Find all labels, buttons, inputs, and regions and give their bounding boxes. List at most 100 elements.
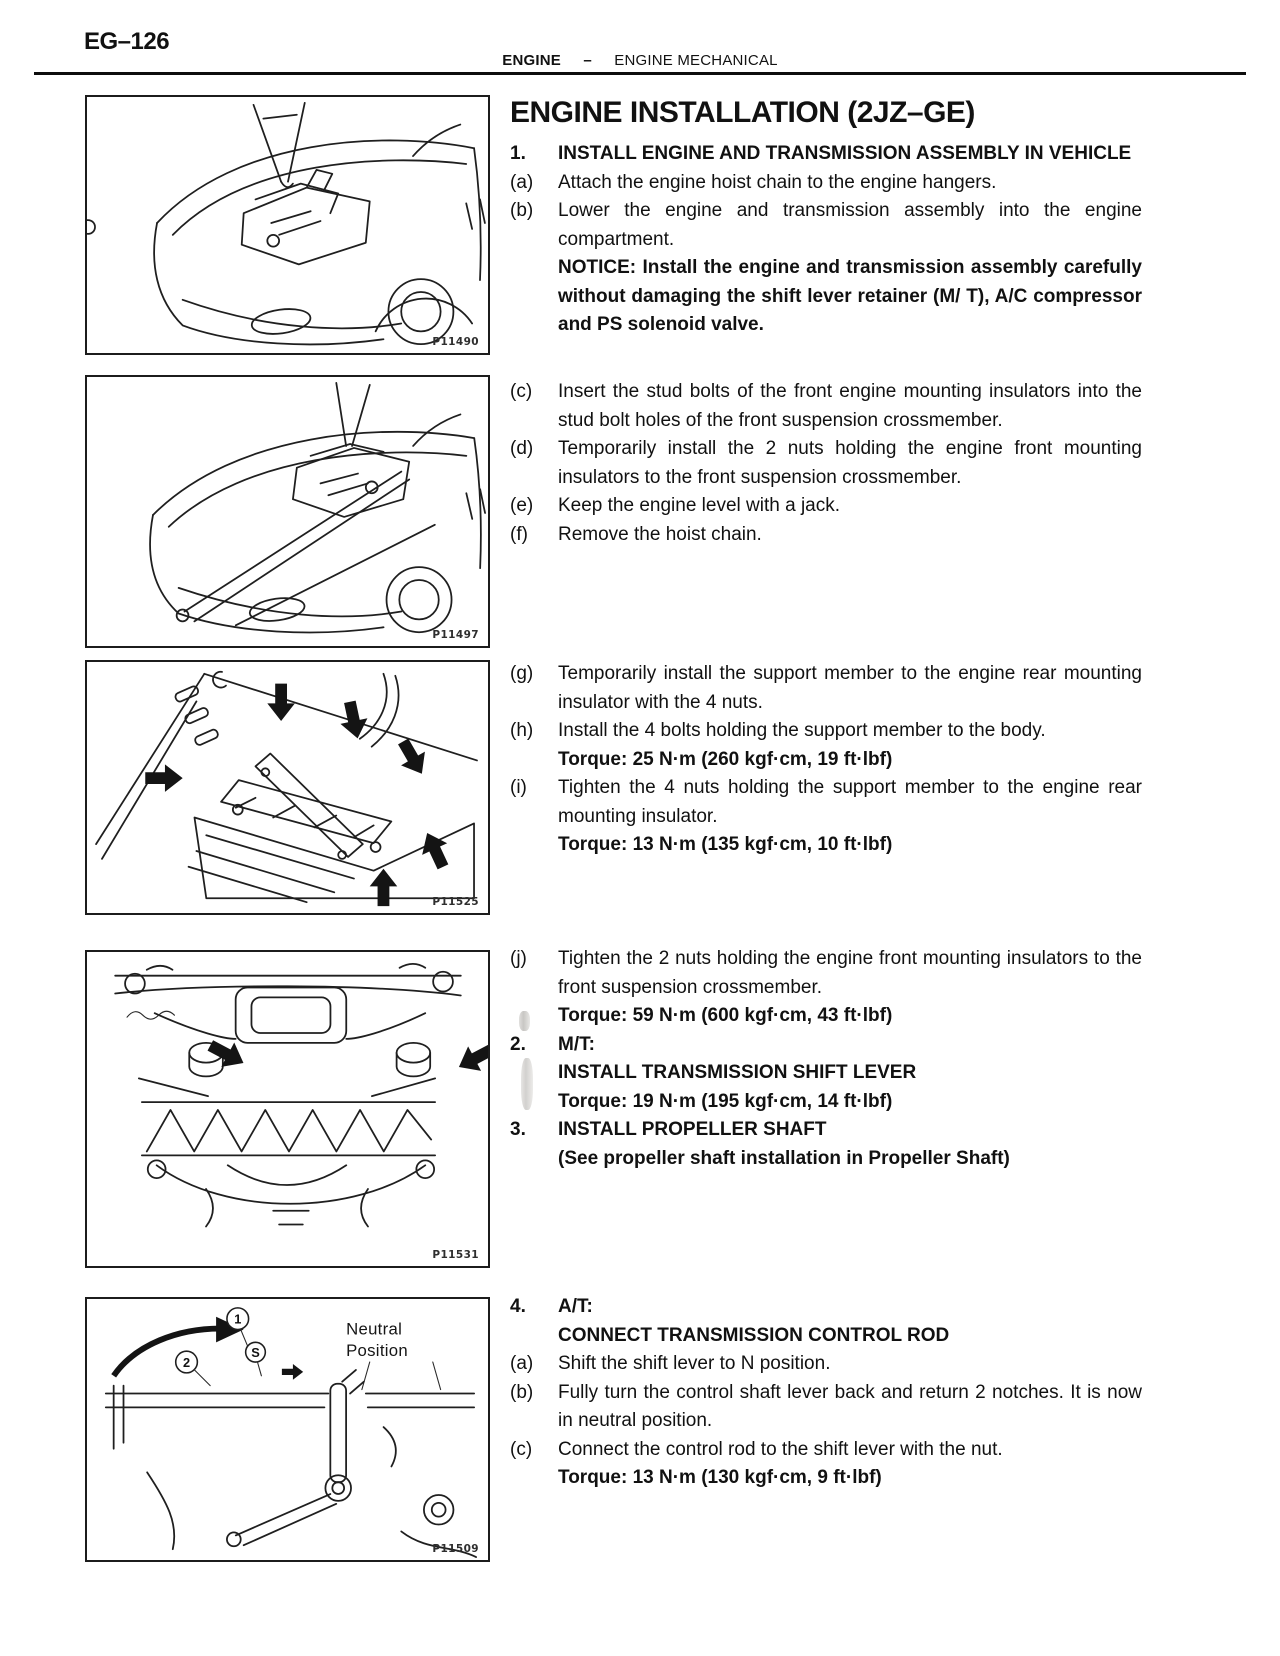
procedure-step: (See propeller shaft installation in Pro… <box>510 1145 1142 1174</box>
step-marker <box>510 1464 558 1493</box>
svg-text:Position: Position <box>346 1341 408 1360</box>
procedure-step: Torque: 59 N·m (600 kgf·cm, 43 ft·lbf) <box>510 1002 1142 1031</box>
mounting-nut-arrows <box>207 1040 488 1071</box>
procedure-step: 2. M/T: <box>510 1031 1142 1060</box>
step-marker: (c) <box>510 381 533 402</box>
callout-1: 1 <box>226 1307 252 1354</box>
procedure-step: (g) Temporarily install the support memb… <box>510 660 1142 717</box>
step-marker <box>510 1059 558 1088</box>
page-number: EG–126 <box>84 28 170 55</box>
step-text: Temporarily install the 2 nuts holding t… <box>558 438 1142 488</box>
rotate-direction-arrow <box>111 1316 244 1378</box>
procedure-section-3: (g) Temporarily install the support memb… <box>510 660 1142 860</box>
step-text: Keep the engine level with a jack. <box>558 495 841 516</box>
step-text: Torque: 19 N·m (195 kgf·cm, 14 ft·lbf) <box>558 1090 893 1112</box>
step-marker <box>510 1322 558 1351</box>
procedure-step: (b) Fully turn the control shaft lever b… <box>510 1379 1142 1436</box>
procedure-step: CONNECT TRANSMISSION CONTROL ROD <box>510 1322 1142 1351</box>
step-marker: (a) <box>510 171 534 193</box>
figure-engine-hoist: P11490 <box>85 95 490 355</box>
step-marker <box>510 254 558 340</box>
step-text: Torque: 59 N·m (600 kgf·cm, 43 ft·lbf) <box>558 1005 893 1026</box>
figure-1-illustration <box>87 102 486 346</box>
step-text: Torque: 13 N·m (135 kgf·cm, 10 ft·lbf) <box>558 834 893 855</box>
step-text: INSTALL TRANSMISSION SHIFT LEVER <box>558 1062 917 1083</box>
callout-s: S <box>244 1341 267 1377</box>
figure-control-rod: 1 2 S Neutral Position <box>85 1297 490 1562</box>
step-text: Fully turn the control shaft lever back … <box>558 1381 1142 1432</box>
callout-2: 2 <box>174 1350 211 1387</box>
running-header-separator: – <box>583 52 592 69</box>
scan-artifact <box>521 1058 533 1110</box>
step-marker: 2. <box>510 1033 526 1055</box>
neutral-position-annotation: Neutral Position <box>346 1319 442 1391</box>
step-marker: 3. <box>510 1119 526 1140</box>
step-text: NOTICE: Install the engine and transmiss… <box>558 257 1142 335</box>
step-marker <box>510 831 558 860</box>
step-text: A/T: <box>558 1296 593 1317</box>
step-text: Torque: 13 N·m (130 kgf·cm, 9 ft·lbf) <box>558 1467 882 1488</box>
procedure-step: 3. INSTALL PROPELLER SHAFT <box>510 1116 1142 1145</box>
step-marker <box>510 746 558 775</box>
step-marker: (i) <box>510 777 527 798</box>
procedure-section-5: 4. A/T: CONNECT TRANSMISSION CONTROL ROD… <box>510 1293 1142 1493</box>
procedure-step: Torque: 25 N·m (260 kgf·cm, 19 ft·lbf) <box>510 746 1142 775</box>
procedure-step: (e) Keep the engine level with a jack. <box>510 492 1142 521</box>
procedure-step: INSTALL TRANSMISSION SHIFT LEVER <box>510 1059 1142 1088</box>
step-marker: (b) <box>510 200 534 221</box>
step-text: Tighten the 2 nuts holding the engine fr… <box>558 948 1142 998</box>
procedure-step: Torque: 19 N·m (195 kgf·cm, 14 ft·lbf) <box>510 1088 1142 1117</box>
step-marker: 1. <box>510 143 526 164</box>
procedure-step: (j) Tighten the 2 nuts holding the engin… <box>510 945 1142 1002</box>
step-marker: (e) <box>510 495 534 516</box>
figure-code: P11531 <box>432 1249 479 1261</box>
procedure-step: (d) Temporarily install the 2 nuts holdi… <box>510 435 1142 492</box>
procedure-step: (i) Tighten the 4 nuts holding the suppo… <box>510 774 1142 831</box>
step-text: Remove the hoist chain. <box>558 523 762 545</box>
procedure-step: 4. A/T: <box>510 1293 1142 1322</box>
procedure-section-4: (j) Tighten the 2 nuts holding the engin… <box>510 945 1142 1173</box>
procedure-section-2: (c) Insert the stud bolts of the front e… <box>510 378 1142 549</box>
procedure-step: NOTICE: Install the engine and transmiss… <box>510 254 1142 340</box>
figure-3-illustration <box>95 670 478 907</box>
step-text: Insert the stud bolts of the front engin… <box>558 381 1142 431</box>
figure-code: P11497 <box>432 629 479 641</box>
step-marker: (c) <box>510 1438 533 1460</box>
procedure-step: (a) Shift the shift lever to N position. <box>510 1350 1142 1379</box>
procedure-step: Torque: 13 N·m (130 kgf·cm, 9 ft·lbf) <box>510 1464 1142 1493</box>
figure-code: P11525 <box>432 896 479 908</box>
procedure-step: 1. INSTALL ENGINE AND TRANSMISSION ASSEM… <box>510 140 1142 169</box>
step-marker <box>510 1145 558 1174</box>
svg-text:2: 2 <box>183 1355 190 1370</box>
svg-text:S: S <box>251 1345 260 1360</box>
figure-code: P11490 <box>432 336 479 348</box>
step-text: Attach the engine hoist chain to the eng… <box>558 171 997 193</box>
figure-5-illustration: 1 2 S Neutral Position <box>104 1307 477 1558</box>
step-marker <box>510 1002 558 1031</box>
figure-engine-jack: P11497 <box>85 375 490 648</box>
procedure-step: (h) Install the 4 bolts holding the supp… <box>510 717 1142 746</box>
procedure-step: (c) Insert the stud bolts of the front e… <box>510 378 1142 435</box>
figure-4-illustration <box>114 962 488 1228</box>
procedure-step: (a) Attach the engine hoist chain to the… <box>510 169 1142 198</box>
step-marker: (a) <box>510 1353 534 1374</box>
step-text: Tighten the 4 nuts holding the support m… <box>558 777 1142 827</box>
running-header: ENGINE – ENGINE MECHANICAL <box>0 52 1280 69</box>
running-header-section: ENGINE <box>502 52 561 69</box>
svg-text:1: 1 <box>234 1312 241 1327</box>
figure-2-illustration <box>149 382 486 634</box>
step-text: CONNECT TRANSMISSION CONTROL ROD <box>558 1324 950 1346</box>
step-text: Temporarily install the support member t… <box>558 663 1142 713</box>
procedure-step: (f) Remove the hoist chain. <box>510 521 1142 550</box>
torque-point-arrows <box>145 683 449 907</box>
step-marker: 4. <box>510 1296 526 1317</box>
step-marker: (b) <box>510 1381 534 1403</box>
procedure-step: (c) Connect the control rod to the shift… <box>510 1436 1142 1465</box>
step-text: INSTALL PROPELLER SHAFT <box>558 1119 827 1140</box>
figure-support-member: P11525 <box>85 660 490 915</box>
figure-code: P11509 <box>432 1543 479 1555</box>
page-title: ENGINE INSTALLATION (2JZ–GE) <box>510 96 975 129</box>
step-marker <box>510 1088 558 1117</box>
shift-direction-arrow <box>281 1364 304 1380</box>
